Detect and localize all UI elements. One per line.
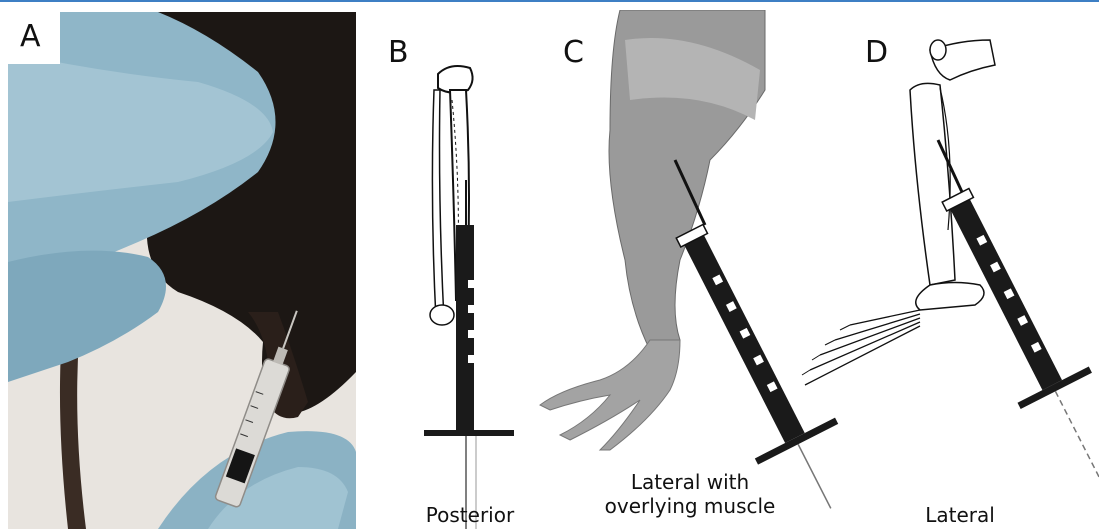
panel-label-a: A	[20, 22, 41, 52]
posterior-leg-drawing	[410, 60, 530, 529]
panel-c-caption: Lateral with overlying muscle	[575, 470, 805, 519]
panel-b-caption: Posterior	[410, 503, 530, 527]
panel-d-caption: Lateral	[900, 503, 1020, 527]
panel-b-posterior-illustration	[410, 60, 530, 529]
lateral-leg-drawing	[790, 30, 1099, 529]
panel-a-photo	[8, 12, 356, 529]
panel-c-caption-line-1: Lateral with	[575, 470, 805, 494]
panel-c-caption-line-2: overlying muscle	[575, 494, 805, 518]
panel-d-lateral-illustration	[790, 30, 1099, 529]
injection-photo-illustration	[8, 12, 356, 529]
top-rule	[0, 0, 1099, 2]
panel-label-b: B	[388, 38, 409, 68]
